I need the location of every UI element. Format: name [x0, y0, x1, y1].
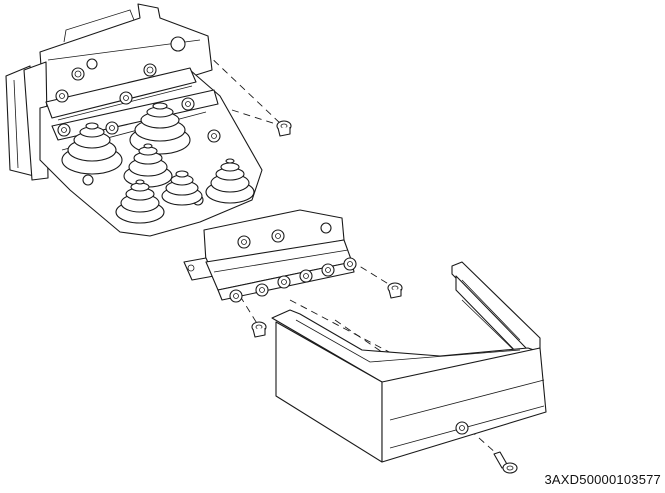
screw-icon	[493, 451, 518, 474]
grommet-1	[61, 122, 123, 175]
screw-icon	[387, 282, 403, 299]
document-id: 3AXD50000103577	[544, 472, 661, 487]
cable-clamp-plate	[183, 209, 357, 303]
screw-icon	[276, 120, 292, 137]
grommet-4	[205, 158, 255, 204]
cable-grommets	[61, 102, 255, 224]
grommet-5	[161, 170, 203, 206]
cover-box	[271, 261, 547, 463]
screw-icon	[251, 321, 267, 338]
grommet-6	[115, 179, 165, 224]
grommet-3	[123, 143, 173, 188]
